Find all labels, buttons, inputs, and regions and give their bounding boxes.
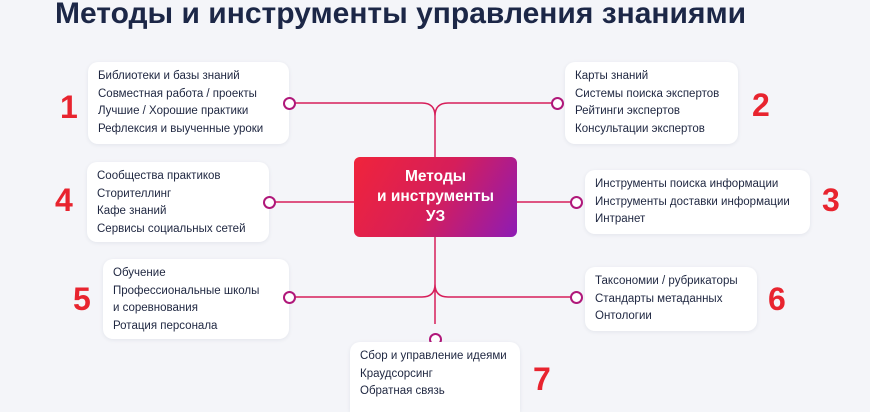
connector-5-6	[289, 237, 576, 324]
group-box-7: Сбор и управление идеями Краудсорсинг Об…	[350, 342, 520, 412]
group-number-2: 2	[752, 87, 770, 123]
group-number-3: 3	[822, 182, 840, 218]
group-3-item: Интранет	[595, 213, 646, 225]
group-4-item: Сообщества практиков	[97, 170, 221, 182]
group-7-item: Обратная связь	[360, 385, 445, 397]
group-box-6: Таксономии / рубрикаторы Стандарты метад…	[585, 267, 757, 331]
node-5	[283, 291, 296, 304]
group-box-3: Инструменты поиска информации Инструмент…	[585, 170, 810, 234]
group-2-item: Системы поиска экспертов	[575, 87, 720, 100]
group-7-item: Сбор и управление идеями	[360, 350, 507, 362]
group-number-6: 6	[768, 281, 786, 317]
group-5-item: Обучение	[113, 267, 166, 279]
group-1-item: Лучшие / Хорошие практики	[98, 105, 249, 117]
page-title: Методы и инструменты управления знаниями	[55, 0, 747, 30]
group-2-item: Карты знаний	[575, 70, 649, 82]
group-6-item: Онтологии	[595, 310, 652, 322]
group-1-item: Совместная работа / проекты	[98, 87, 257, 100]
group-5-item: Ротация персонала	[113, 319, 218, 332]
connector-1-2	[289, 102, 557, 157]
group-box-1: Библиотеки и базы знаний Совместная рабо…	[88, 62, 289, 144]
center-line: и инструменты	[377, 188, 494, 205]
group-3-item: Инструменты доставки информации	[595, 195, 790, 208]
node-6	[570, 291, 583, 304]
group-6-item: Стандарты метаданных	[595, 292, 723, 305]
group-number-1: 1	[60, 89, 78, 125]
group-box-4: Сообщества практиков Сторителлинг Кафе з…	[87, 162, 269, 242]
group-2-item: Рейтинги экспертов	[575, 105, 681, 117]
center-line: УЗ	[425, 208, 446, 225]
group-1-item: Рефлексия и выученные уроки	[98, 122, 264, 135]
center-line: Методы	[404, 168, 467, 185]
group-6-item: Таксономии / рубрикаторы	[595, 275, 738, 287]
connector-lines	[269, 102, 576, 324]
node-1	[283, 97, 296, 110]
group-number-7: 7	[533, 361, 551, 397]
node-4	[263, 196, 276, 209]
group-box-2: Карты знаний Системы поиска экспертов Ре…	[565, 62, 738, 144]
group-box-5: Обучение Профессиональные школы и соревн…	[103, 259, 289, 339]
center-node: Методы и инструменты УЗ	[354, 157, 517, 237]
node-3	[570, 196, 583, 209]
group-2-item: Консультации экспертов	[575, 122, 705, 135]
group-4-item: Кафе знаний	[97, 205, 167, 217]
group-3-item: Инструменты поиска информации	[595, 178, 779, 190]
group-number-5: 5	[73, 281, 91, 317]
group-1-item: Библиотеки и базы знаний	[98, 70, 240, 82]
group-number-4: 4	[55, 182, 73, 218]
node-2	[551, 97, 564, 110]
group-4-item: Сервисы социальных сетей	[97, 222, 246, 235]
group-5-item: и соревнования	[113, 302, 198, 314]
group-4-item: Сторителлинг	[97, 187, 172, 200]
group-7-item: Краудсорсинг	[360, 367, 433, 380]
group-5-item: Профессиональные школы	[113, 284, 260, 297]
